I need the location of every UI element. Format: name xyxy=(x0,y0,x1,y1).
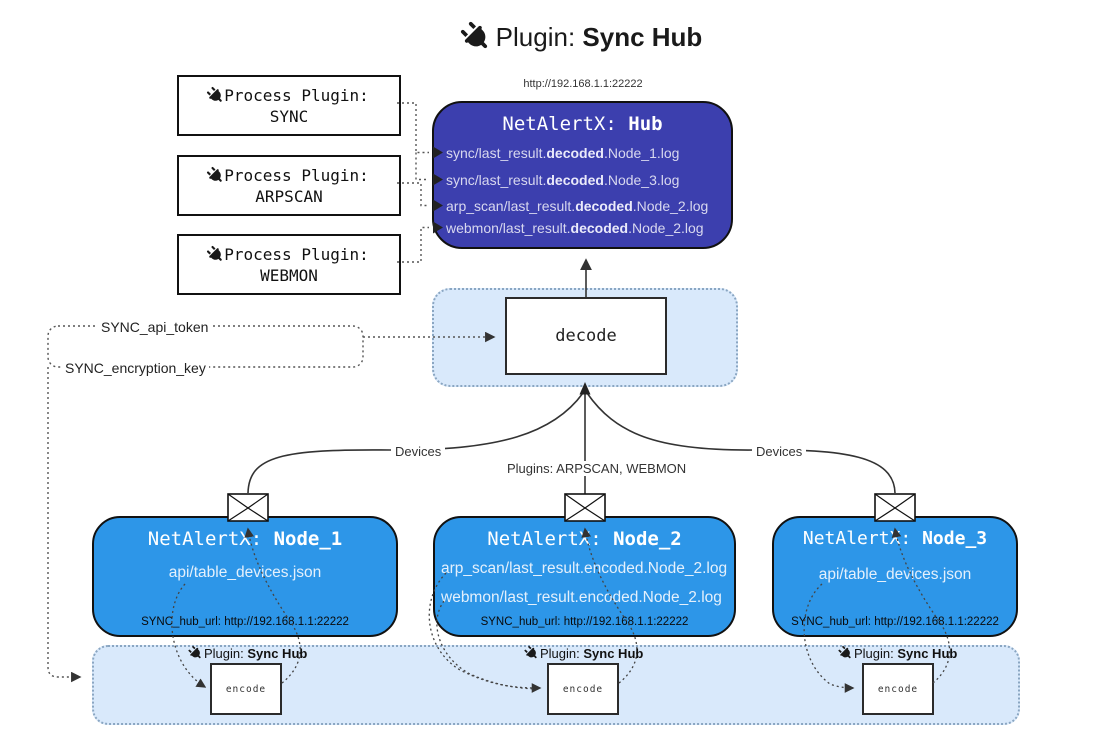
encode-box: encode xyxy=(862,663,934,715)
plug-icon xyxy=(207,86,223,102)
page-title-text: Plugin: Sync Hub xyxy=(495,21,703,52)
process-plugin-label: Process Plugin: xyxy=(224,85,369,105)
plug-icon xyxy=(207,245,223,261)
hub-log-line: sync/last_result.decoded.Node_3.log xyxy=(446,172,680,188)
edge-arpscan-to-hub xyxy=(397,182,429,207)
setting-sync-api-token: SYNC_api_token xyxy=(98,319,212,335)
plug-icon xyxy=(524,645,537,659)
node-file: api/table_devices.json xyxy=(818,566,972,583)
hub-box xyxy=(432,101,733,249)
plug-icon xyxy=(838,645,851,659)
node-hub-url: SYNC_hub_url: http://192.168.1.1:22222 xyxy=(141,616,349,628)
hub-log-line: sync/last_result.decoded.Node_1.log xyxy=(446,145,680,161)
edge-node3-to-decode xyxy=(586,392,896,494)
node-title: NetAlertX: Node_1 xyxy=(147,528,343,550)
node-file: api/table_devices.json xyxy=(168,564,322,581)
process-plugin-label: Process Plugin: xyxy=(224,165,369,185)
hub-url-label: http://192.168.1.1:22222 xyxy=(523,78,643,90)
edge-webmon-to-hub xyxy=(397,226,429,263)
edge-sync-to-hub-2 xyxy=(415,152,429,181)
process-plugin-box-webmon: Process Plugin: WEBMON xyxy=(177,234,401,295)
hub-title: NetAlertX: Hub xyxy=(502,113,663,135)
encoder-plugin-label: Plugin: Sync Hub xyxy=(524,645,643,661)
decode-box: decode xyxy=(505,297,667,375)
process-plugin-name: WEBMON xyxy=(260,265,318,285)
node-file: arp_scan/last_result.encoded.Node_2.log xyxy=(441,560,728,577)
process-plugin-name: ARPSCAN xyxy=(255,186,323,206)
edge-sync-to-hub-1 xyxy=(397,102,429,154)
process-plugin-name: SYNC xyxy=(269,106,309,126)
page-title: Plugin: Sync Hub xyxy=(383,16,783,58)
encode-box: encode xyxy=(547,663,619,715)
process-plugin-label: Process Plugin: xyxy=(224,244,369,264)
edge-label-plugins-center: Plugins: ARPSCAN, WEBMON xyxy=(503,461,691,476)
node-title: NetAlertX: Node_3 xyxy=(802,528,988,549)
hub-log-line: webmon/last_result.decoded.Node_2.log xyxy=(446,220,704,236)
plug-icon xyxy=(460,21,487,49)
node-hub-url: SYNC_hub_url: http://192.168.1.1:22222 xyxy=(480,616,689,628)
edge-label-devices-left: Devices xyxy=(391,444,446,459)
edge-label-devices-right: Devices xyxy=(752,444,807,459)
encode-box: encode xyxy=(210,663,282,715)
plug-icon xyxy=(207,166,223,182)
node-hub-url: SYNC_hub_url: http://192.168.1.1:22222 xyxy=(791,616,999,628)
edge-node1-to-decode xyxy=(247,392,584,494)
edge-settings-to-encode-panel xyxy=(47,367,82,683)
encoder-plugin-label: Plugin: Sync Hub xyxy=(188,645,307,661)
node-title: NetAlertX: Node_2 xyxy=(487,528,682,550)
node-file: webmon/last_result.encoded.Node_2.log xyxy=(441,589,722,606)
encoder-plugin-label: Plugin: Sync Hub xyxy=(838,645,957,661)
process-plugin-box-sync: Process Plugin: SYNC xyxy=(177,75,401,136)
hub-log-line: arp_scan/last_result.decoded.Node_2.log xyxy=(446,198,709,214)
process-plugin-box-arpscan: Process Plugin: ARPSCAN xyxy=(177,155,401,216)
setting-sync-encryption-key: SYNC_encryption_key xyxy=(62,360,209,376)
plug-icon xyxy=(188,645,201,659)
